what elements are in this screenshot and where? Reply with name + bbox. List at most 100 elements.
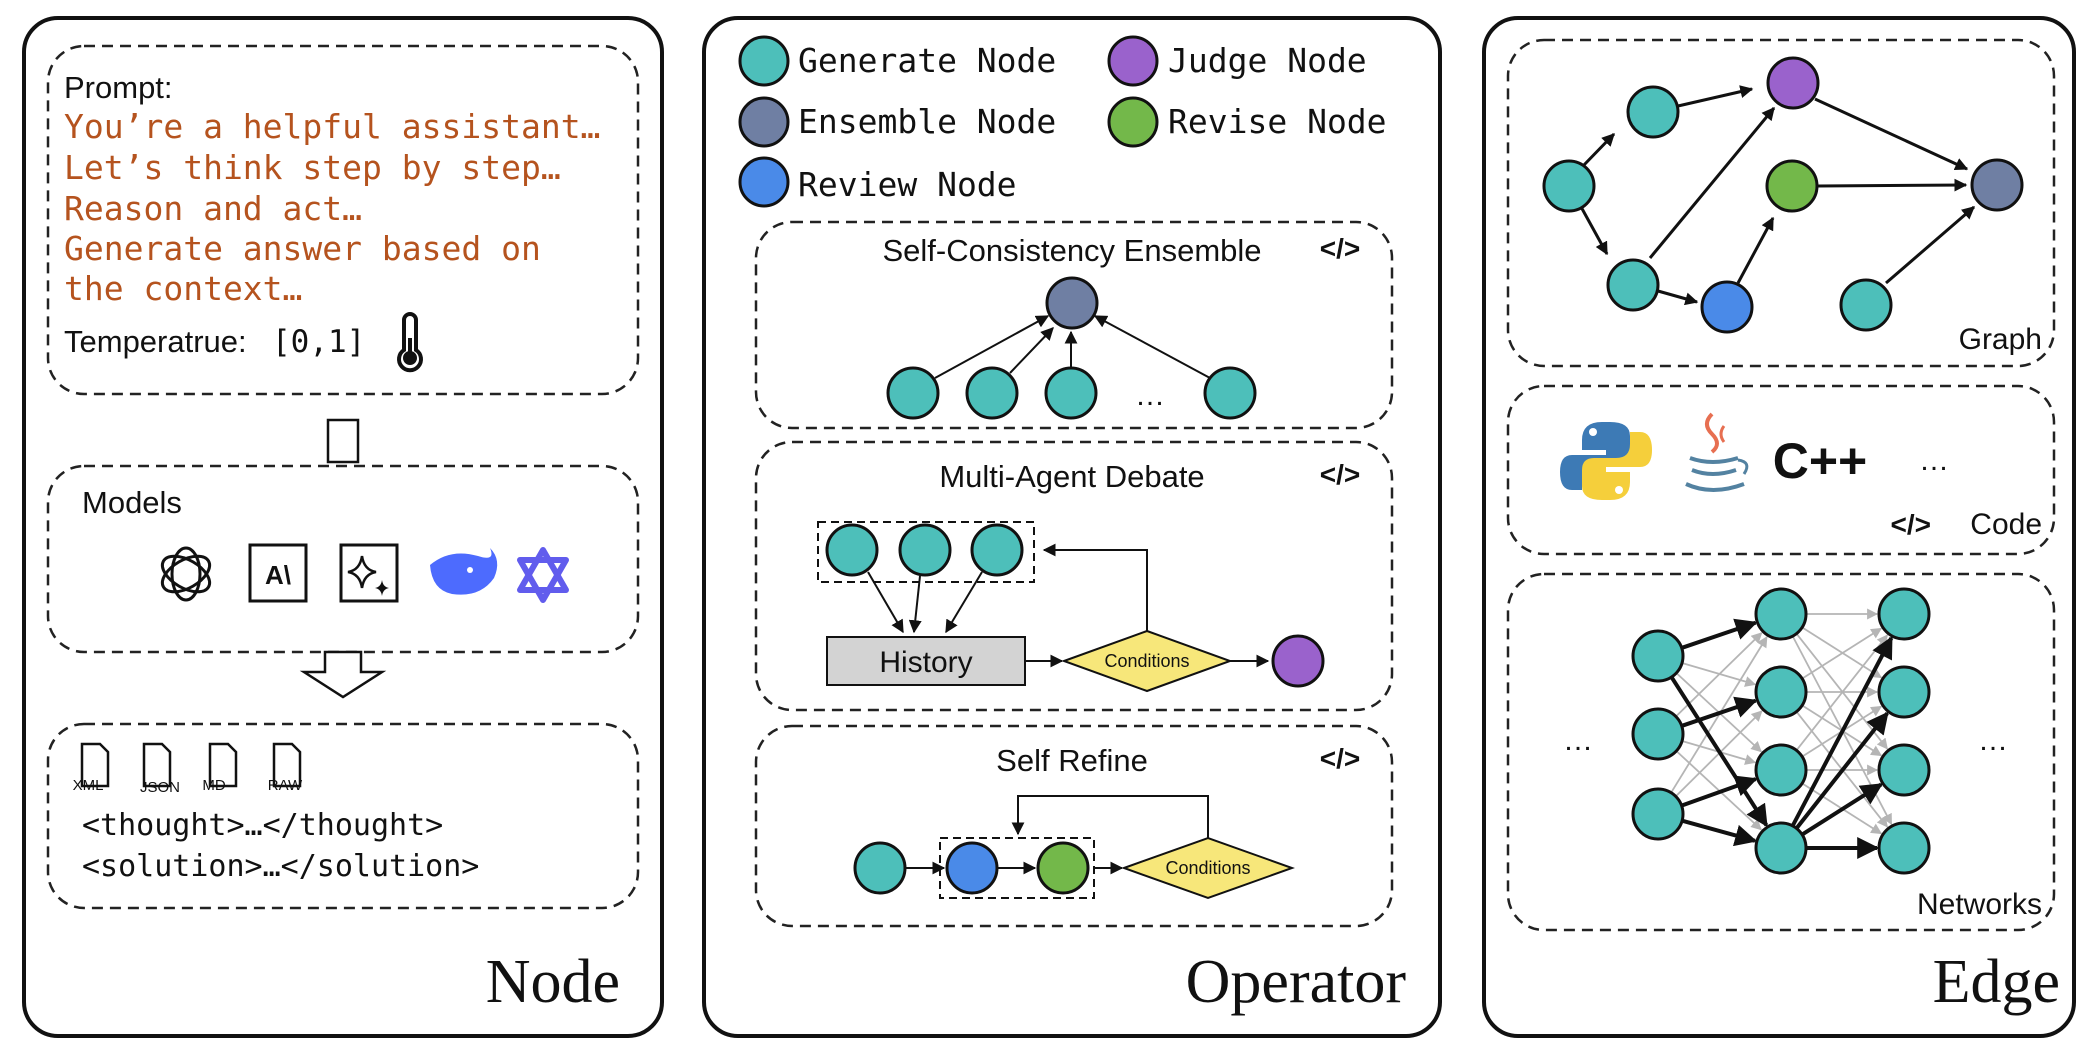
hollow-big-arrow [299, 650, 387, 699]
network-node [1877, 665, 1931, 719]
network-edge-weak [1801, 627, 1883, 680]
refine-title: Self Refine [996, 743, 1148, 778]
conditions-label: Conditions [1104, 651, 1189, 671]
xml-file-icon: XML [73, 742, 110, 794]
revise-node [1036, 841, 1090, 895]
openai-icon [160, 546, 212, 602]
prompt-box: Prompt: You’re a helpful assistant… Let’… [46, 44, 640, 396]
prompt-label: Prompt: [64, 70, 173, 105]
network-node [1631, 707, 1685, 761]
generate-node [886, 366, 940, 420]
revise-node [1765, 159, 1819, 213]
network-edge-strong [1680, 775, 1758, 808]
history-box [826, 636, 1026, 686]
java-icon [1685, 412, 1749, 492]
network-node [1754, 743, 1808, 797]
ellipsis: … [1135, 379, 1165, 412]
legend-ensemble-node [738, 96, 790, 148]
raw-file-icon: RAW [268, 742, 303, 794]
qwen-icon [517, 547, 569, 603]
code-icon: </> [1320, 743, 1360, 774]
md-file-icon: MD [202, 742, 238, 794]
network-edge-weak [1795, 634, 1888, 751]
legend-ensemble-label: Ensemble Node [798, 102, 1056, 141]
network-node [1877, 821, 1931, 875]
conditions-label: Conditions [1165, 858, 1250, 878]
generate-node [970, 523, 1024, 577]
prompt-line: Let’s think step by step… [64, 148, 561, 187]
generate-node [898, 523, 952, 577]
output-box: XML JSON MD RAW <thought>…</thought> <so… [46, 722, 640, 910]
anthropic-icon: A\ [248, 543, 308, 603]
prompt-line: You’re a helpful assistant… [64, 107, 600, 146]
graph-box: Graph [1506, 38, 2056, 368]
network-node [1754, 587, 1808, 641]
prompt-line: Reason and act… [64, 189, 362, 228]
prompt-lines: You’re a helpful assistant… Let’s think … [64, 107, 600, 308]
network-edges [1669, 608, 1894, 859]
network-node [1877, 743, 1931, 797]
network-edge-strong [1794, 711, 1889, 830]
legend-judge-label: Judge Node [1168, 41, 1367, 80]
network-edge-strong [1801, 782, 1884, 837]
review-node [1700, 280, 1754, 334]
legend-judge-node [1107, 35, 1159, 87]
judge-node [1766, 56, 1820, 110]
node-panel-title: Node [486, 948, 620, 1016]
thermometer-icon [397, 312, 423, 373]
generate-node [1542, 159, 1596, 213]
temperature-range: [0,1] [272, 324, 365, 360]
legend-review-label: Review Node [798, 165, 1017, 204]
generate-node [825, 523, 879, 577]
network-edge-strong [1669, 675, 1769, 828]
generate-node [1606, 258, 1660, 312]
json-file-icon: JSON [140, 742, 180, 796]
legend-generate-label: Generate Node [798, 41, 1056, 80]
format-label: XML [73, 777, 104, 794]
network-node [1754, 821, 1808, 875]
network-nodes [1631, 587, 1931, 875]
operator-panel: Generate Node Judge Node Ensemble Node R… [702, 16, 1442, 1038]
hollow-down-arrow [326, 418, 360, 464]
judge-node [1271, 634, 1325, 688]
multi-agent-debate-box: Multi-Agent Debate </> History Condition… [754, 440, 1394, 712]
networks-box: … … Networks [1506, 572, 2056, 932]
format-label: RAW [268, 777, 303, 794]
generate-node [1626, 85, 1680, 139]
network-edge-strong [1790, 635, 1894, 827]
network-node [1631, 787, 1685, 841]
format-label: MD [202, 777, 225, 794]
prompt-line: Generate answer based on [64, 229, 541, 268]
ellipsis: … [1919, 444, 1949, 477]
self-consistency-ensemble-box: Self-Consistency Ensemble </> … [754, 220, 1394, 430]
network-node [1877, 587, 1931, 641]
legend-revise-label: Revise Node [1168, 102, 1387, 141]
generate-node [1839, 278, 1893, 332]
network-edge-strong [1681, 818, 1758, 847]
debate-title: Multi-Agent Debate [939, 459, 1204, 494]
network-node [1631, 629, 1685, 683]
temperature-label: Temperatrue: [64, 324, 247, 359]
legend-generate-node [738, 35, 790, 87]
generate-node [1203, 366, 1257, 420]
legend-review-node [738, 156, 790, 208]
output-line: <solution>…</solution> [82, 849, 479, 884]
deepseek-icon [430, 548, 498, 595]
self-refine-box: Self Refine </> Conditions [754, 724, 1394, 928]
networks-label: Networks [1917, 888, 2042, 921]
code-icon: </> [1320, 233, 1360, 264]
format-label: JSON [140, 779, 180, 796]
network-edge-strong [1681, 696, 1758, 728]
operator-panel-title: Operator [1186, 948, 1407, 1016]
history-label: History [879, 646, 972, 679]
network-edge-weak [1801, 626, 1883, 679]
node-legend: Generate Node Judge Node Ensemble Node R… [738, 35, 1387, 208]
prompt-line: the context… [64, 269, 302, 308]
file-format-icons: XML JSON MD RAW [73, 742, 303, 796]
gemini-icon [339, 543, 399, 603]
network-edge-strong [1681, 618, 1758, 650]
output-line: <thought>…</thought> [82, 808, 443, 843]
models-label: Models [82, 485, 182, 520]
code-label: Code [1970, 508, 2042, 541]
